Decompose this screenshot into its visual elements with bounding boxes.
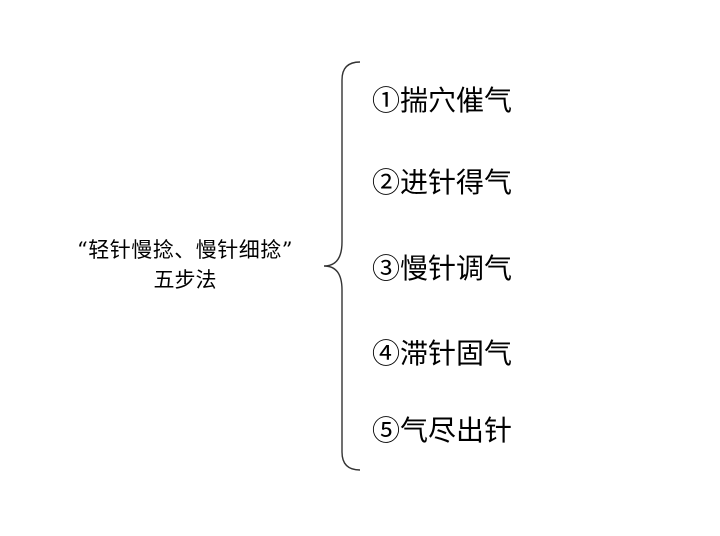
curly-brace-path bbox=[323, 61, 361, 471]
step-1: ①揣穴催气 bbox=[372, 84, 513, 117]
curly-brace bbox=[323, 61, 361, 471]
method-title: “轻针慢捻、慢针细捻” 五步法 bbox=[40, 236, 330, 294]
step-4: ④滞针固气 bbox=[372, 337, 513, 370]
step-3: ③慢针调气 bbox=[372, 252, 513, 285]
method-title-line2: 五步法 bbox=[153, 268, 217, 292]
method-title-line1: “轻针慢捻、慢针细捻” bbox=[77, 238, 293, 262]
step-2: ②进针得气 bbox=[372, 166, 513, 199]
step-5: ⑤气尽出针 bbox=[372, 414, 513, 447]
